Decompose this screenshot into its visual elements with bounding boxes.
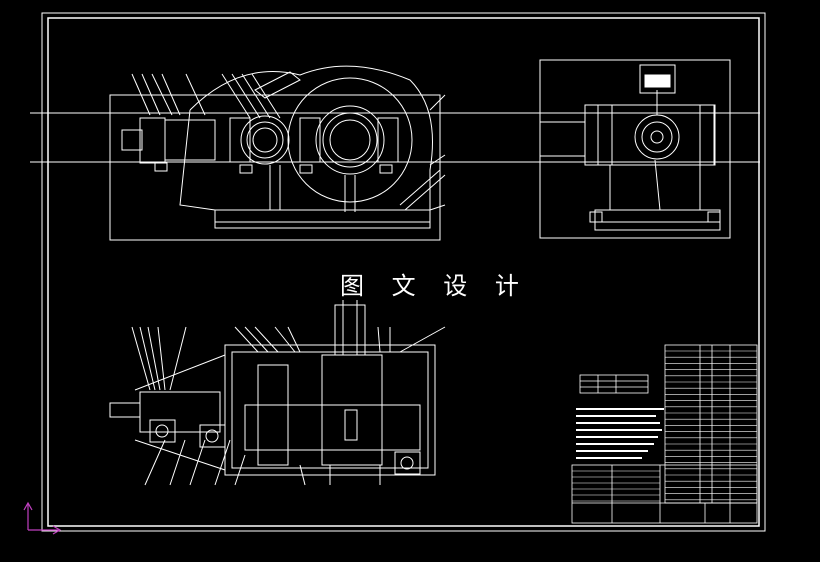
technical-requirements xyxy=(576,408,664,459)
requirement-text-line xyxy=(576,436,658,438)
outer-frame xyxy=(41,12,766,532)
inner-border xyxy=(47,17,760,527)
spec-table xyxy=(579,374,649,394)
requirement-text-line xyxy=(576,443,654,445)
requirement-text-line xyxy=(576,408,664,410)
parts-list-rows xyxy=(665,350,757,501)
requirement-text-line xyxy=(576,429,662,431)
title-block xyxy=(571,464,758,524)
requirement-text-line xyxy=(576,415,656,417)
requirement-text-line xyxy=(576,450,648,452)
title-block-rows xyxy=(572,470,660,502)
front-elevation-view xyxy=(109,65,446,241)
plan-section-view xyxy=(109,300,446,486)
requirement-text-line xyxy=(576,422,660,424)
side-elevation-view xyxy=(539,59,731,239)
requirement-text-line xyxy=(576,457,642,459)
parts-list-table xyxy=(664,344,758,504)
watermark-text: 图 文 设 计 xyxy=(340,272,529,300)
ucs-axis-icon xyxy=(23,501,62,535)
